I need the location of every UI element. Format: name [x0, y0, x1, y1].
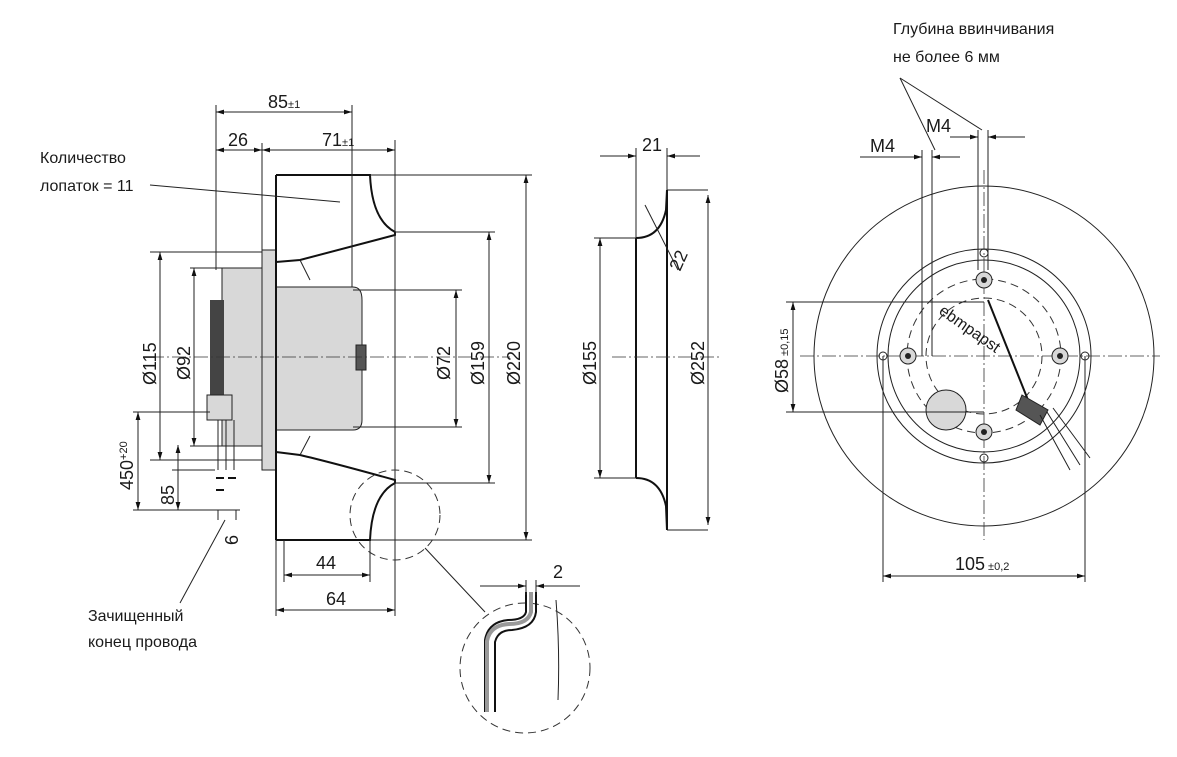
dim-2: 2 — [553, 562, 563, 582]
dim-6: 6 — [222, 535, 242, 545]
section-view: 21 22 Ø155 Ø252 — [580, 135, 720, 531]
note-depth-line2: не более 6 мм — [893, 49, 1000, 66]
cable-wires — [217, 420, 235, 470]
dim-71: 71±1 — [322, 130, 354, 150]
note-depth-line1: Глубина ввинчивания — [893, 21, 1054, 38]
dim-d220: Ø220 — [504, 341, 524, 385]
dim-22: 22 — [665, 247, 691, 273]
brand-logo: ebmpapst — [936, 302, 1004, 357]
inlet-ring-curve — [635, 189, 668, 531]
note-blades-line1: Количество — [40, 150, 126, 167]
side-view: 85±1 26 71±1 Ø115 Ø92 Ø72 Ø159 Ø220 — [40, 92, 532, 651]
note-wire-line1: Зачищенный — [88, 608, 183, 625]
dim-d92: Ø92 — [174, 346, 194, 380]
dim-21: 21 — [642, 135, 662, 155]
cable-outlet — [1015, 394, 1049, 426]
dim-85b: 85 — [158, 485, 178, 505]
dim-105: 105±0,2 — [955, 554, 1009, 574]
dim-26: 26 — [228, 130, 248, 150]
dim-d72: Ø72 — [434, 346, 454, 380]
note-wire-line2: конец провода — [88, 634, 197, 651]
front-view: ebmpapst M4 M4 Глубина ввинчивания не бо… — [772, 21, 1160, 582]
dim-64: 64 — [326, 589, 346, 609]
shaft-cap — [355, 344, 367, 371]
note-blades-line2: лопаток = 11 — [40, 178, 134, 195]
blade-upper — [275, 174, 396, 263]
detail-view: 2 — [424, 547, 591, 734]
dim-85: 85±1 — [268, 92, 300, 112]
wire-ends — [216, 477, 236, 491]
blade-lower — [275, 451, 396, 541]
leader-wire — [179, 519, 226, 604]
dim-m4-right: M4 — [926, 116, 951, 136]
leader-blades — [149, 184, 341, 203]
dim-d115: Ø115 — [140, 342, 160, 385]
dim-450: 450+20 — [117, 441, 137, 490]
dim-44: 44 — [316, 553, 336, 573]
connector-block — [210, 300, 224, 410]
dim-d159: Ø159 — [468, 341, 488, 385]
dim-d252: Ø252 — [688, 341, 708, 385]
dim-d155: Ø155 — [580, 341, 600, 385]
label-disc — [925, 389, 967, 431]
cable-gland — [206, 394, 233, 421]
mounting-holes — [878, 248, 1090, 463]
dim-d58: Ø58±0,15 — [772, 329, 792, 393]
dim-m4-left: M4 — [870, 136, 895, 156]
rotor — [275, 286, 363, 431]
front-cable-wires — [1039, 407, 1091, 471]
motor-flange — [261, 249, 277, 471]
